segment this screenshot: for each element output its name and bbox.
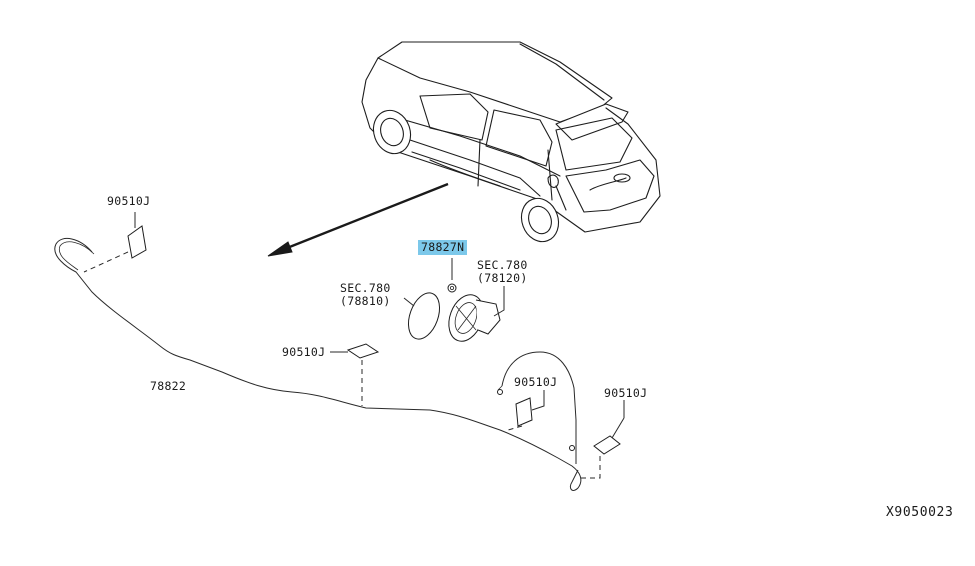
part-78827N[interactable] (447, 258, 457, 293)
clip-center (330, 343, 380, 406)
fuel-lid (403, 292, 441, 340)
cable-78822 (54, 237, 582, 491)
label-sec780-right-line2[interactable]: (78120) (477, 271, 528, 285)
fuel-filler-base (448, 286, 505, 342)
label-sec780-left-line1[interactable]: SEC.780 (340, 281, 391, 295)
label-78827N[interactable]: 78827N (418, 240, 468, 255)
clip-lower-mid (507, 390, 545, 431)
label-90510J-lower-mid[interactable]: 90510J (514, 375, 558, 389)
diagram-code: X9050023 (886, 505, 954, 520)
label-sec780-right-line1[interactable]: SEC.780 (477, 258, 528, 272)
label-78822[interactable]: 78822 (150, 379, 187, 393)
label-sec780-left-line2[interactable]: (78810) (340, 294, 391, 308)
vehicle-illustration (361, 41, 661, 243)
clip-right (580, 400, 625, 479)
clip-top-left (83, 212, 147, 273)
label-90510J-right[interactable]: 90510J (604, 386, 648, 400)
label-90510J-top-left[interactable]: 90510J (107, 194, 151, 208)
label-90510J-center[interactable]: 90510J (282, 345, 326, 359)
direction-arrow (267, 182, 449, 257)
